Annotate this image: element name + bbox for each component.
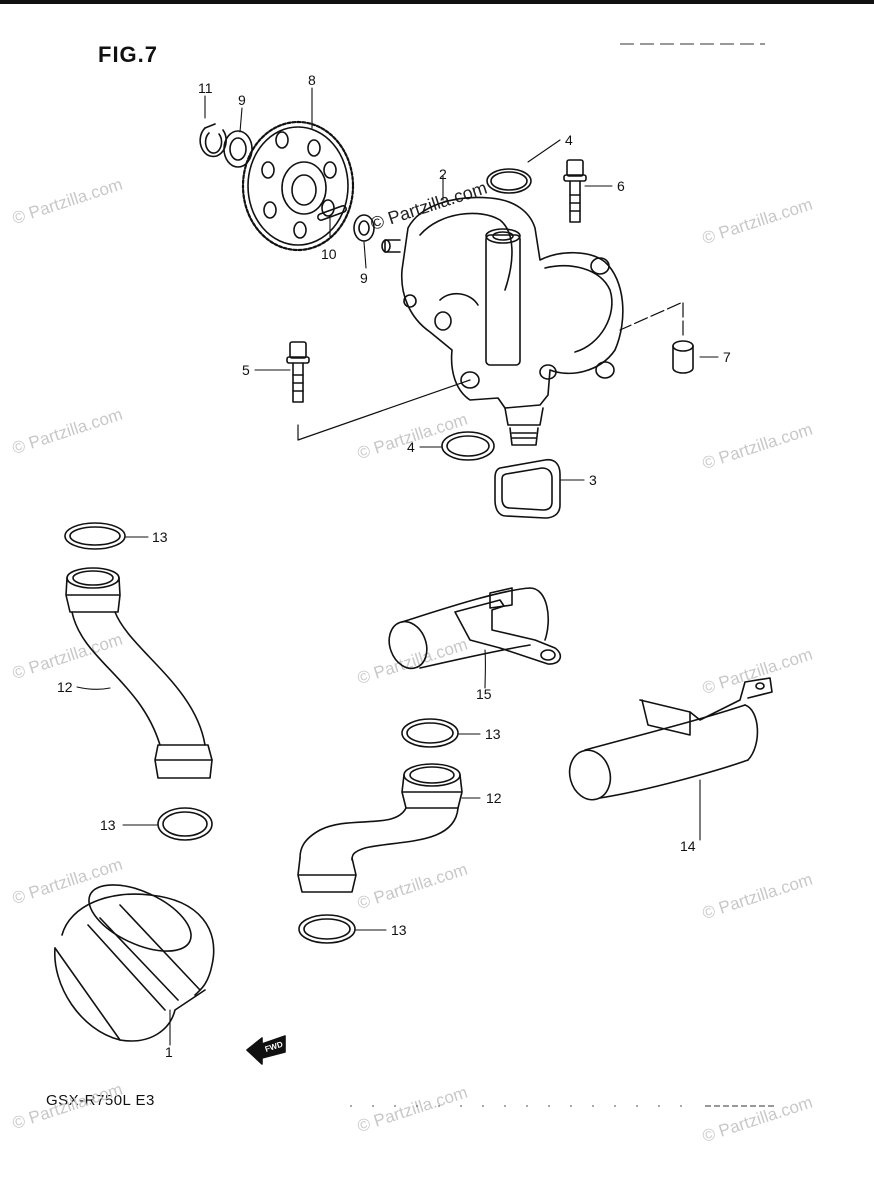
- forward-arrow-icon: [246, 1035, 286, 1065]
- o-ring-part: [406, 722, 454, 744]
- callout-11: 11: [198, 80, 213, 96]
- callout-13: 13: [100, 817, 116, 833]
- bolt-part: [563, 159, 587, 223]
- callout-15: 15: [476, 686, 492, 702]
- dowel-pin-part: [672, 340, 694, 374]
- callout-labels: 11 9 8 10 9 2 4 6 5 7 4 3 13 12 13 15 13…: [57, 72, 731, 1060]
- callout-5: 5: [242, 362, 250, 378]
- washer-part: [353, 214, 375, 242]
- o-ring-part: [69, 526, 121, 546]
- callout-7: 7: [723, 349, 731, 365]
- callout-12: 12: [486, 790, 502, 806]
- callout-9: 9: [238, 92, 246, 108]
- callout-1: 1: [165, 1044, 173, 1060]
- model-code: GSX-R750L E3: [46, 1092, 155, 1109]
- bolt-part: [286, 341, 310, 403]
- o-ring-part: [157, 807, 213, 841]
- callout-10: 10: [321, 246, 337, 262]
- oil-pipe-part: [568, 677, 773, 801]
- callout-4: 4: [407, 439, 415, 455]
- callout-13: 13: [485, 726, 501, 742]
- oil-filter-part: [54, 884, 215, 1042]
- gasket-part: [494, 458, 561, 519]
- o-ring-part: [446, 435, 490, 457]
- callout-2: 2: [439, 166, 447, 182]
- o-ring-part: [64, 522, 126, 550]
- circlip-part: [199, 123, 227, 158]
- oil-pipe-part: [388, 587, 562, 670]
- callout-6: 6: [617, 178, 625, 194]
- callout-12: 12: [57, 679, 73, 695]
- pin-part: [317, 205, 347, 221]
- figure-title: FIG.7: [98, 42, 159, 67]
- callout-13: 13: [152, 529, 168, 545]
- oil-pump-assy-part: [381, 196, 624, 446]
- oil-pipe-part: [65, 567, 213, 779]
- leader-line: [619, 301, 684, 336]
- o-ring-part: [490, 171, 528, 191]
- o-ring-part: [298, 914, 356, 944]
- o-ring-part: [441, 431, 495, 461]
- callout-13: 13: [391, 922, 407, 938]
- callout-4: 4: [565, 132, 573, 148]
- oil-pipe-part: [297, 763, 463, 893]
- o-ring-part: [162, 811, 208, 837]
- leader-line: [297, 379, 471, 441]
- o-ring-part: [486, 168, 532, 194]
- o-ring-part: [401, 718, 459, 748]
- o-ring-part: [303, 918, 351, 940]
- callout-8: 8: [308, 72, 316, 88]
- callout-9: 9: [360, 270, 368, 286]
- callout-3: 3: [589, 472, 597, 488]
- callout-14: 14: [680, 838, 696, 854]
- driven-gear-part: [241, 120, 355, 252]
